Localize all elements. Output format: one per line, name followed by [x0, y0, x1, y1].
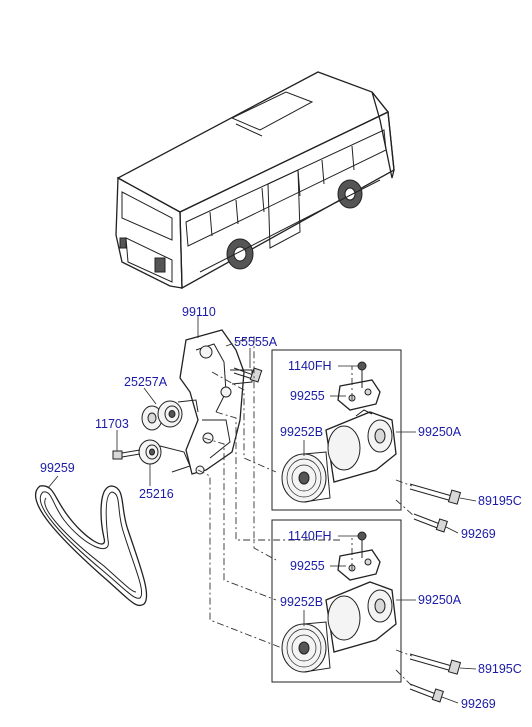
- upper-long-bolt: [409, 483, 462, 505]
- assembly-dashed-lines: [197, 335, 415, 687]
- label-upper-compressor: 99250A: [418, 425, 462, 439]
- lower-short-bolt: [409, 683, 444, 703]
- idler-pulley-assembly: [141, 399, 199, 431]
- label-lower-short-bolt: 99269: [461, 697, 496, 711]
- lower-compressor-box: [271, 519, 402, 683]
- bus-illustration: [115, 71, 395, 290]
- leader-lines: [47, 316, 477, 704]
- label-lower-compressor: 99250A: [418, 593, 462, 607]
- label-belt: 99259: [40, 461, 75, 475]
- label-lower-mount: 99255: [290, 559, 325, 573]
- idler-bolt-11703: [112, 449, 141, 460]
- upper-compressor: [281, 361, 397, 503]
- label-idler-assy: 25257A: [124, 375, 168, 389]
- label-idler-bolt: 11703: [95, 417, 129, 431]
- lower-long-bolt: [409, 653, 462, 675]
- label-upper-bolt: 1140FH: [288, 359, 332, 373]
- label-tensioner-pulley: 25216: [139, 487, 174, 501]
- lower-compressor: [281, 531, 397, 673]
- label-upper-mount: 99255: [290, 389, 325, 403]
- label-upper-short-bolt: 99269: [461, 527, 496, 541]
- label-bracket: 99110: [182, 305, 216, 319]
- label-bracket-bolt: 55555A: [234, 335, 278, 349]
- tensioner-pulley: [138, 439, 191, 473]
- label-upper-clutch: 99252B: [280, 425, 323, 439]
- bracket-bolt-55555A: [233, 367, 263, 383]
- bracket-assembly: [179, 329, 253, 475]
- label-upper-long-bolt: 89195C: [478, 494, 522, 508]
- label-lower-bolt: 1140FH: [288, 529, 332, 543]
- upper-short-bolt: [413, 513, 448, 533]
- label-lower-long-bolt: 89195C: [478, 662, 522, 676]
- upper-compressor-box: [271, 349, 402, 511]
- part-labels: 99110 55555A 25257A 11703 99259 25216 11…: [40, 305, 522, 711]
- drive-belt: [34, 485, 148, 607]
- label-lower-clutch: 99252B: [280, 595, 323, 609]
